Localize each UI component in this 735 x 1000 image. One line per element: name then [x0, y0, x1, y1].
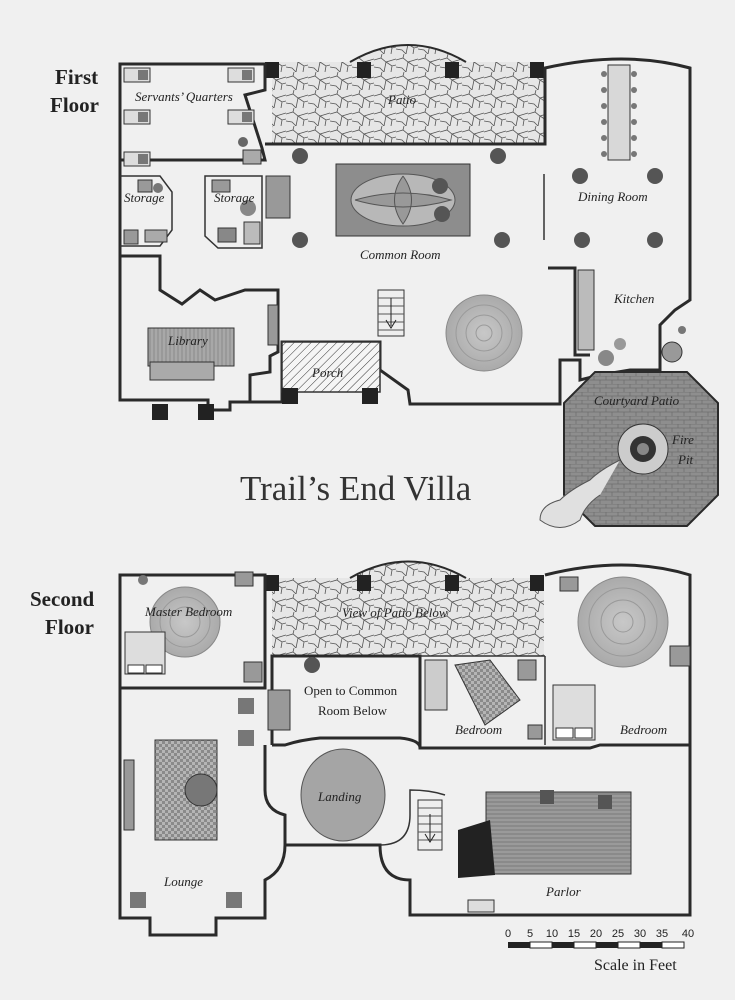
- map-title: Trail’s End Villa: [240, 469, 472, 508]
- servants-quarters-label: Servants’ Quarters: [135, 89, 233, 104]
- middle-bedroom-label: Bedroom: [455, 722, 502, 737]
- open-common-label: Open to Common: [304, 683, 398, 698]
- landing-label: Landing: [317, 789, 362, 804]
- middle-bed: [424, 659, 448, 711]
- lounge-label: Lounge: [163, 874, 203, 889]
- scale-tick: 40: [682, 928, 694, 940]
- porch-area: [281, 341, 381, 393]
- kitchen-label: Kitchen: [613, 291, 654, 306]
- fire-pit-label-line2: Pit: [677, 452, 694, 467]
- first-floor-label-line2: Floor: [50, 93, 99, 117]
- patio-area: [272, 62, 544, 144]
- first-floor-plan: [118, 44, 719, 528]
- middle-bedroom-rug: [454, 659, 521, 726]
- dining-table: [601, 64, 637, 161]
- common-room-label: Common Room: [360, 247, 441, 262]
- piano: [458, 820, 495, 878]
- first-floor-label: First: [55, 65, 98, 89]
- courtyard-patio-label: Courtyard Patio: [594, 393, 680, 408]
- storage-left-label: Storage: [124, 190, 165, 205]
- second-floor-plan: [118, 560, 692, 937]
- patio-label: Patio: [387, 92, 417, 107]
- scale-tick: 15: [568, 928, 580, 940]
- master-bedroom-label: Master Bedroom: [144, 604, 232, 619]
- library-label: Library: [167, 333, 208, 348]
- view-of-patio-area: [272, 578, 544, 656]
- scale-bar: 0 5 10 15 20 25 30 35 40 Scale in Feet: [505, 928, 694, 974]
- parlor-label: Parlor: [545, 884, 582, 899]
- scale-tick: 20: [590, 928, 602, 940]
- porch-label: Porch: [311, 365, 343, 380]
- scale-tick: 10: [546, 928, 558, 940]
- view-of-patio-label: View of Patio Below: [342, 605, 448, 620]
- scale-tick: 5: [527, 928, 533, 940]
- dining-room-label: Dining Room: [577, 189, 648, 204]
- round-rug: [445, 294, 523, 372]
- scale-label: Scale in Feet: [594, 957, 677, 974]
- second-floor-label: Second: [30, 587, 95, 611]
- storage-crates: [123, 179, 261, 245]
- landing-rug: [300, 748, 386, 842]
- second-floor-label-line2: Floor: [45, 615, 94, 639]
- right-bedroom-rug: [577, 576, 669, 668]
- scale-tick: 35: [656, 928, 668, 940]
- library-rug: [147, 327, 235, 367]
- open-common-label-line2: Room Below: [318, 703, 388, 718]
- scale-tick: 30: [634, 928, 646, 940]
- scale-tick: 25: [612, 928, 624, 940]
- fire-pit-label: Fire: [671, 432, 694, 447]
- storage-right-label: Storage: [214, 190, 255, 205]
- scale-tick: 0: [505, 928, 511, 940]
- right-bedroom-label: Bedroom: [620, 722, 667, 737]
